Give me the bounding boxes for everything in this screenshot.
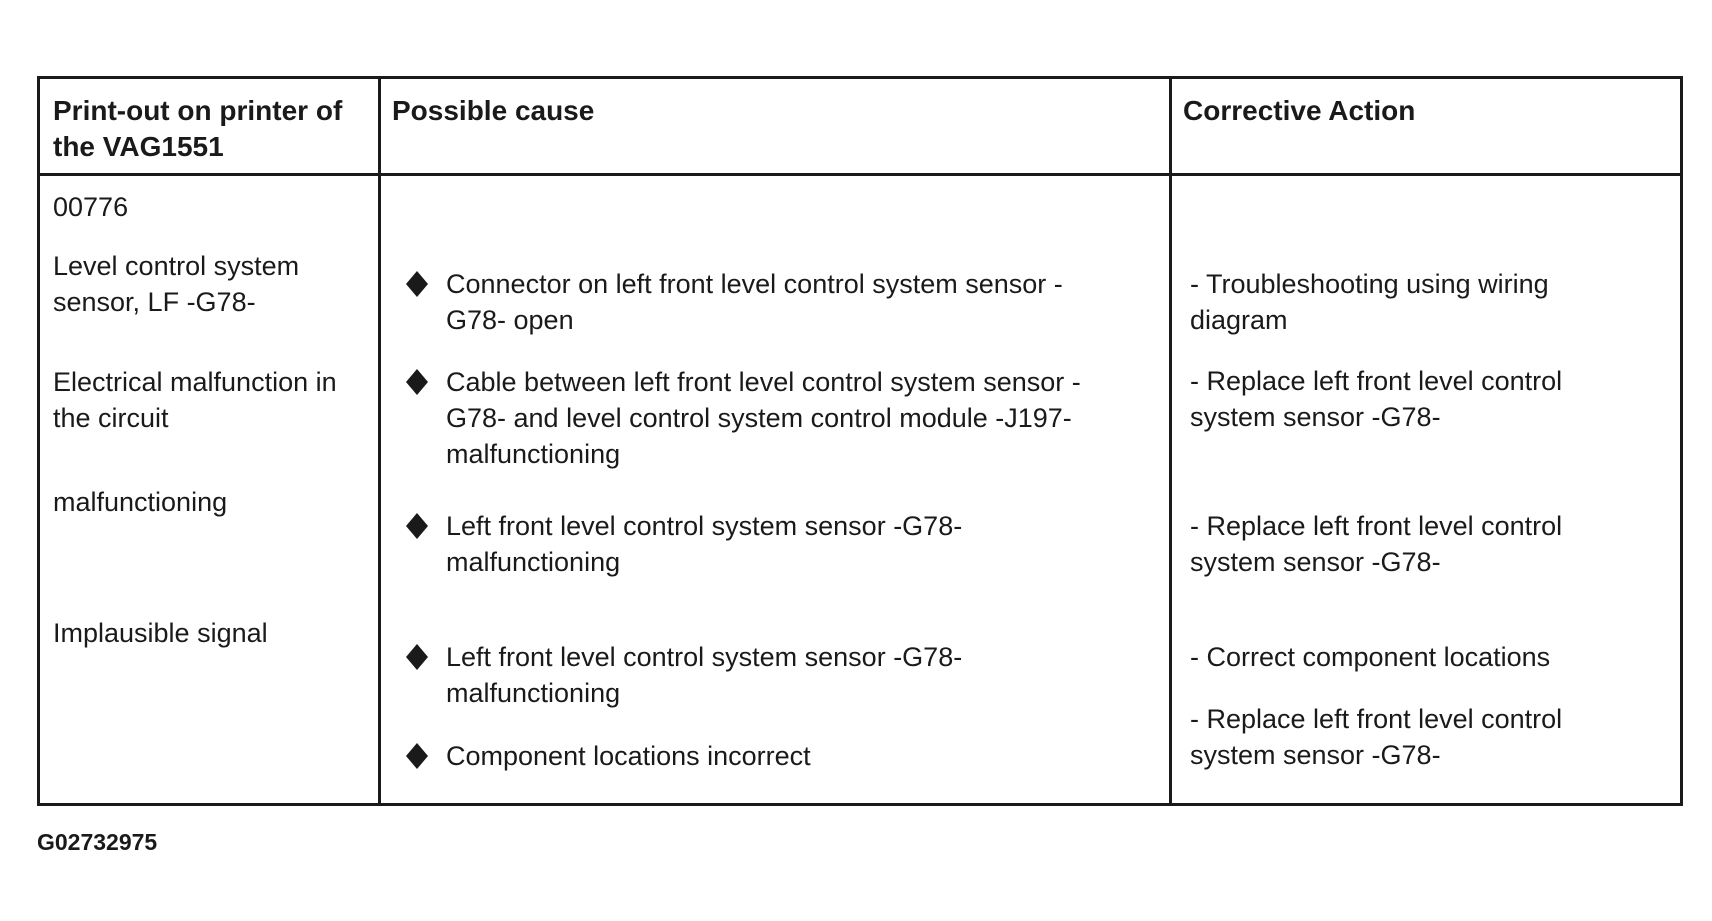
diamond-bullet-icon	[406, 644, 428, 670]
diamond-bullet-icon	[406, 271, 428, 297]
column-divider	[378, 79, 381, 803]
fault-implausible-signal: Implausible signal	[53, 618, 268, 648]
header-divider	[40, 173, 1680, 176]
action-item: - Troubleshooting using wiring diagram	[1190, 269, 1549, 335]
header-possible-cause: Possible cause	[392, 95, 595, 126]
cause-item: Cable between left front level control s…	[446, 367, 1081, 469]
action-item: - Replace left front level control syste…	[1190, 704, 1563, 770]
cause-item: Component locations incorrect	[446, 741, 811, 771]
cause-item: Connector on left front level control sy…	[446, 269, 1063, 335]
action-item: - Replace left front level control syste…	[1190, 511, 1563, 577]
action-item: - Correct component locations	[1190, 642, 1551, 672]
figure-id: G02732975	[37, 829, 158, 855]
column-divider	[1169, 79, 1172, 803]
header-corrective-action: Corrective Action	[1183, 95, 1416, 126]
diamond-bullet-icon	[406, 743, 428, 769]
fault-code: 00776	[53, 192, 129, 222]
diamond-bullet-icon	[406, 513, 428, 539]
header-printout: Print-out on printer of the VAG1551	[53, 95, 343, 162]
fault-electrical: Electrical malfunction in the circuit	[53, 367, 337, 433]
cause-item: Left front level control system sensor -…	[446, 642, 963, 708]
fault-component: Level control system sensor, LF -G78-	[53, 251, 300, 317]
fault-table: Print-out on printer of the VAG1551 Poss…	[37, 76, 1683, 806]
action-item: - Replace left front level control syste…	[1190, 366, 1563, 432]
diamond-bullet-icon	[406, 369, 428, 395]
cause-item: Left front level control system sensor -…	[446, 511, 963, 577]
fault-malfunctioning: malfunctioning	[53, 487, 228, 517]
